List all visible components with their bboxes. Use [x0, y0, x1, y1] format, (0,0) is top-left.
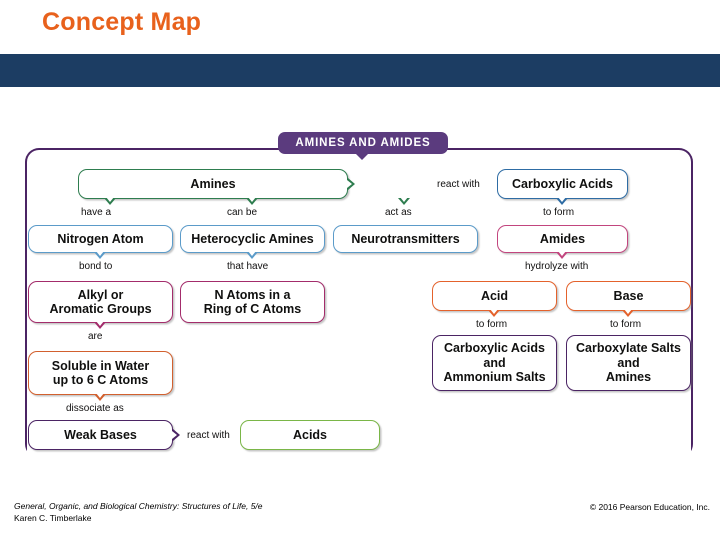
node-neurotransmitters[interactable]: Neurotransmitters — [333, 225, 478, 253]
concept-map: AMINES AND AMIDES Amines react with Carb… — [0, 95, 720, 485]
node-carboxylate-salts-amines-label: Carboxylate Salts and Amines — [576, 341, 681, 385]
node-soluble-in-water-label: Soluble in Water up to 6 C Atoms — [51, 358, 150, 387]
notch-amides — [556, 251, 568, 259]
node-heterocyclic-amines-label: Heterocyclic Amines — [191, 231, 314, 246]
notch-base — [622, 309, 634, 317]
edge-label-to-form-right: to form — [610, 319, 642, 330]
node-weak-bases-label: Weak Bases — [64, 427, 137, 442]
node-base[interactable]: Base — [566, 281, 691, 311]
node-nitrogen-atom-label: Nitrogen Atom — [57, 231, 144, 246]
node-n-atoms-ring[interactable]: N Atoms in a Ring of C Atoms — [180, 281, 325, 323]
node-amines-label: Amines — [190, 176, 236, 191]
edge-label-have-a: have a — [81, 207, 112, 218]
notch-heterocyclic-amines — [246, 251, 258, 259]
node-alkyl-aromatic-groups[interactable]: Alkyl or Aromatic Groups — [28, 281, 173, 323]
edge-label-react-with-bottom: react with — [187, 430, 230, 441]
node-weak-bases[interactable]: Weak Bases — [28, 420, 173, 450]
node-acids-label: Acids — [292, 427, 328, 442]
edge-label-dissociate-as: dissociate as — [66, 403, 124, 414]
edge-label-react-with-top: react with — [437, 179, 480, 190]
node-n-atoms-ring-label: N Atoms in a Ring of C Atoms — [203, 287, 302, 316]
node-heterocyclic-amines[interactable]: Heterocyclic Amines — [180, 225, 325, 253]
edge-label-are: are — [88, 331, 103, 342]
header-accent-bar — [0, 54, 720, 87]
notch-weak-bases-side — [172, 429, 180, 441]
node-carboxylic-acids[interactable]: Carboxylic Acids — [497, 169, 628, 199]
edge-label-to-form-amides: to form — [543, 207, 575, 218]
notch-amines-right — [398, 197, 410, 205]
node-nitrogen-atom[interactable]: Nitrogen Atom — [28, 225, 173, 253]
footer-author: Karen C. Timberlake — [14, 513, 92, 524]
node-acid-label: Acid — [480, 288, 509, 303]
node-carboxylic-acids-label: Carboxylic Acids — [512, 176, 613, 191]
edge-label-bond-to: bond to — [79, 261, 113, 272]
node-carboxylic-acids-ammonium-salts[interactable]: Carboxylic Acids and Ammonium Salts — [432, 335, 557, 391]
node-carboxylate-salts-amines[interactable]: Carboxylate Salts and Amines — [566, 335, 691, 391]
notch-acid — [488, 309, 500, 317]
edge-label-can-be: can be — [227, 207, 258, 218]
node-amides-label: Amides — [539, 231, 586, 246]
notch-carboxylic-acids — [556, 197, 568, 205]
footer-copyright: © 2016 Pearson Education, Inc. — [589, 502, 710, 512]
node-carboxylic-acids-ammonium-salts-label: Carboxylic Acids and Ammonium Salts — [443, 341, 546, 385]
notch-soluble-in-water — [94, 393, 106, 401]
node-acid[interactable]: Acid — [432, 281, 557, 311]
node-neurotransmitters-label: Neurotransmitters — [351, 231, 460, 246]
notch-alkyl-aromatic-groups — [94, 321, 106, 329]
root-node-arrow-icon — [355, 153, 369, 160]
notch-amines-left — [104, 197, 116, 205]
edge-label-to-form-left: to form — [476, 319, 508, 330]
notch-nitrogen-atom — [94, 251, 106, 259]
node-acids[interactable]: Acids — [240, 420, 380, 450]
node-amides[interactable]: Amides — [497, 225, 628, 253]
footer-citation: General, Organic, and Biological Chemist… — [14, 500, 263, 525]
edge-label-hydrolyze-with: hydrolyze with — [525, 261, 589, 272]
page-title: Concept Map — [42, 8, 202, 36]
node-base-label: Base — [613, 288, 644, 303]
node-amines[interactable]: Amines — [78, 169, 348, 199]
footer-book-title: General, Organic, and Biological Chemist… — [14, 501, 263, 511]
notch-amines-side — [347, 178, 355, 190]
node-alkyl-aromatic-groups-label: Alkyl or Aromatic Groups — [49, 287, 152, 316]
edge-label-act-as: act as — [385, 207, 412, 218]
edge-label-that-have: that have — [227, 261, 269, 272]
node-soluble-in-water[interactable]: Soluble in Water up to 6 C Atoms — [28, 351, 173, 395]
concept-map-root-node: AMINES AND AMIDES — [278, 132, 448, 154]
notch-amines-mid — [246, 197, 258, 205]
